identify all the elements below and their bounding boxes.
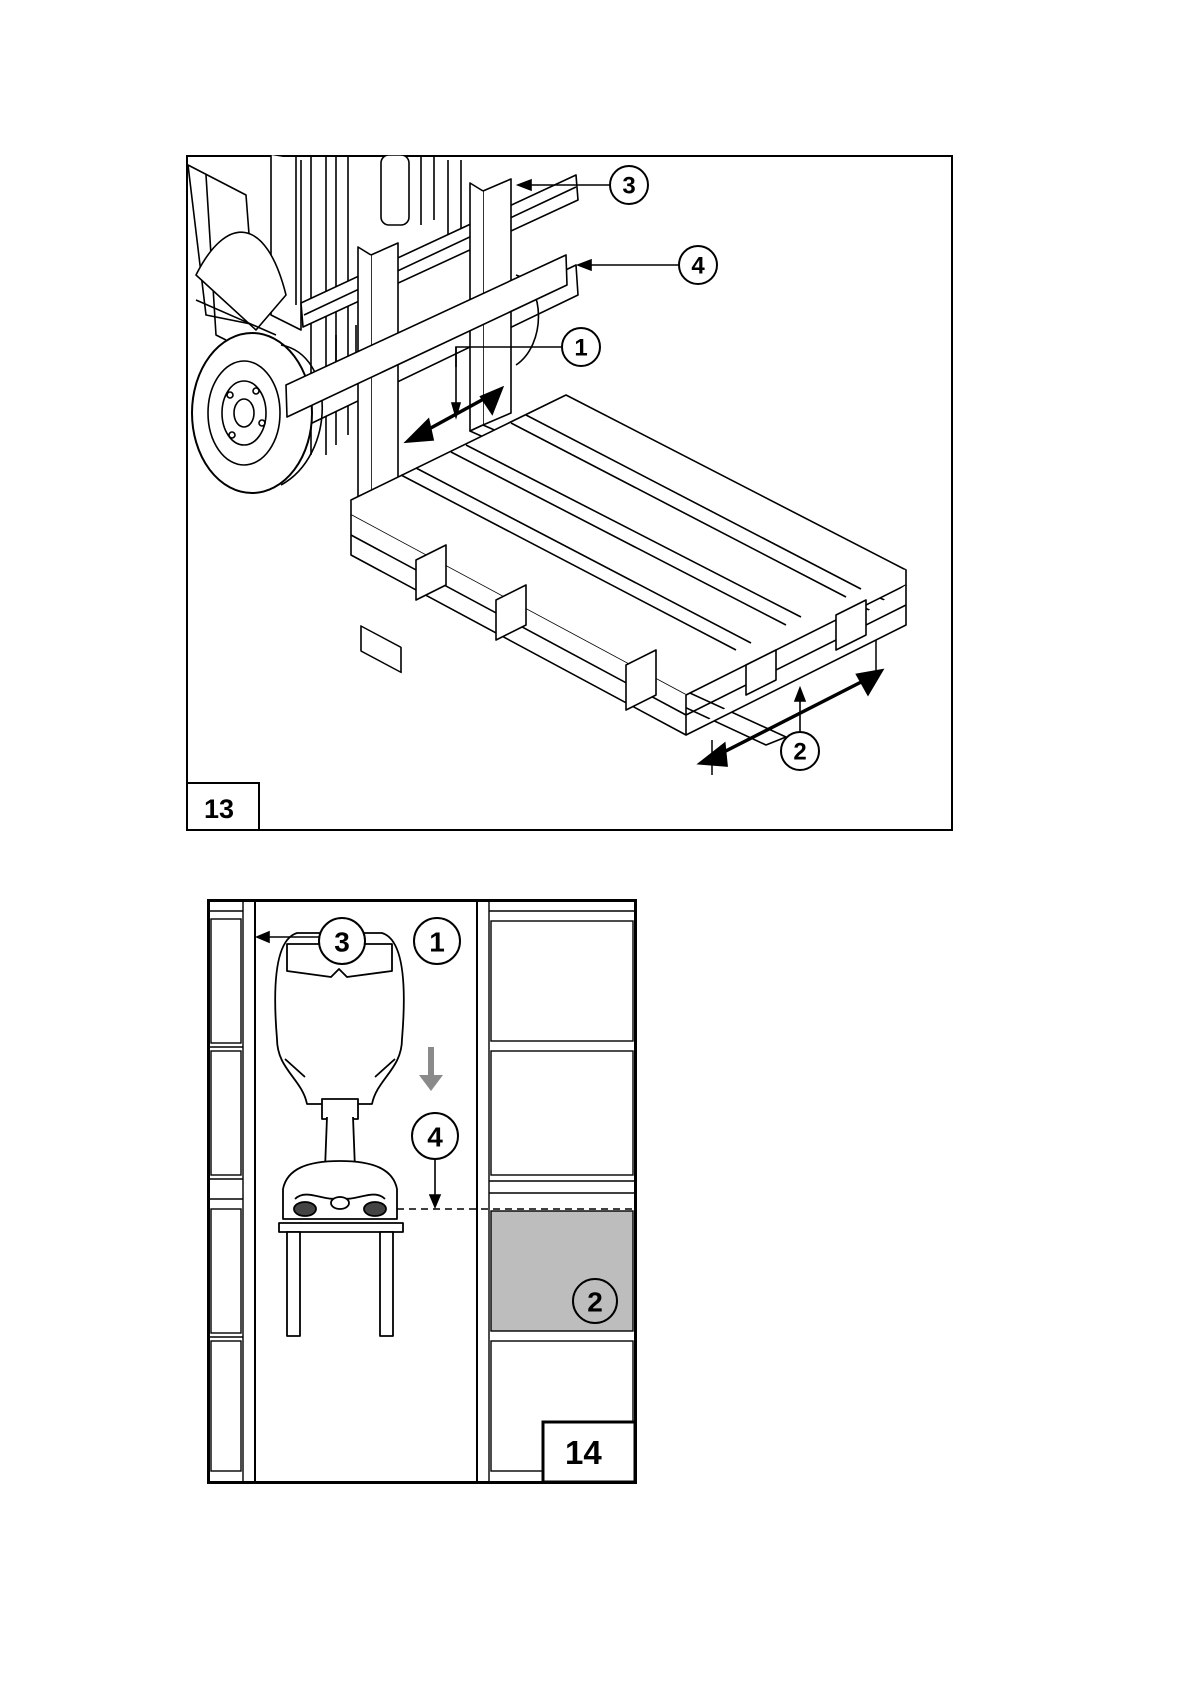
callout-3: 3 (319, 918, 365, 964)
svg-text:1: 1 (429, 927, 445, 958)
figure-14: 1 2 3 4 14 (207, 899, 637, 1484)
figure-13-drawing: 1 2 3 4 13 (186, 155, 953, 831)
svg-text:2: 2 (587, 1287, 603, 1318)
callout-4: 4 (412, 1113, 458, 1159)
callout-1: 1 (562, 328, 600, 366)
callout-3: 3 (610, 166, 648, 204)
svg-text:4: 4 (427, 1122, 443, 1153)
figure-13: 1 2 3 4 13 (186, 155, 953, 831)
figure-13-number: 13 (204, 794, 234, 824)
svg-text:2: 2 (793, 739, 806, 766)
svg-text:1: 1 (574, 335, 587, 362)
figure-14-number: 14 (565, 1434, 602, 1471)
callout-1: 1 (414, 918, 460, 964)
figure-13-number-box: 13 (187, 783, 259, 830)
svg-text:4: 4 (691, 253, 705, 280)
callout-4: 4 (679, 246, 717, 284)
svg-text:3: 3 (334, 927, 350, 958)
figure-14-drawing: 1 2 3 4 14 (207, 899, 637, 1484)
callout-2: 2 (781, 732, 819, 770)
callout-2: 2 (573, 1279, 617, 1323)
svg-text:3: 3 (622, 173, 635, 200)
figure-14-frame (209, 901, 636, 1483)
figure-14-number-box: 14 (543, 1422, 635, 1482)
